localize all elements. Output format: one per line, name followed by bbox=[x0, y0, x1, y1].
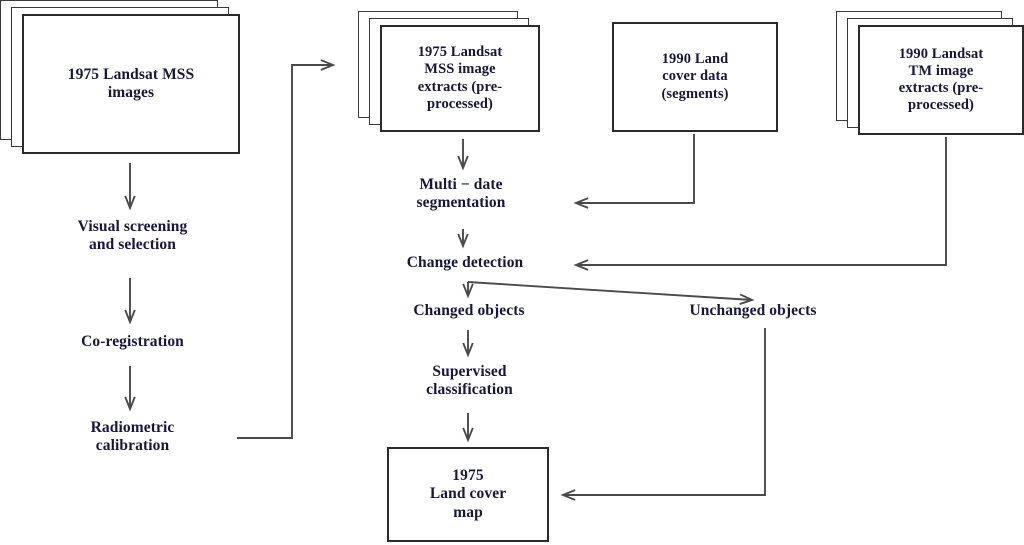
arrowhead bbox=[320, 59, 336, 71]
arrowhead bbox=[124, 396, 136, 412]
connector-supervised-to-map bbox=[462, 413, 474, 443]
arrowhead bbox=[739, 293, 755, 305]
node-changed_objects: Changed objects bbox=[413, 302, 525, 319]
arrowhead bbox=[462, 342, 474, 358]
connector-mss-to-screening bbox=[124, 163, 136, 211]
node-land_cover_map bbox=[387, 447, 549, 542]
connector-segmentation-to-change bbox=[457, 229, 469, 249]
connector-coreg-to-radiometric bbox=[124, 366, 136, 412]
node-multi_date_segmentation: Multi − date segmentation bbox=[416, 176, 506, 212]
node-unchanged_objects: Unchanged objects bbox=[689, 302, 817, 319]
arrowhead bbox=[124, 309, 136, 325]
connector-radiometric-to-extracts bbox=[237, 59, 336, 439]
node-supervised_classification: Supervised classification bbox=[426, 363, 513, 399]
arrowhead bbox=[573, 197, 589, 209]
arrowhead bbox=[560, 489, 576, 501]
node-label-land_cover_data: 1990 Land cover data (segments) bbox=[661, 51, 729, 102]
arrowhead bbox=[462, 283, 474, 299]
node-label-land_cover_map: 1975 Land cover map bbox=[429, 467, 507, 521]
connector-extracts-to-segmentation bbox=[457, 139, 469, 171]
connector-landcover-to-segmentation bbox=[573, 134, 695, 209]
node-visual_screening: Visual screening and selection bbox=[77, 218, 188, 254]
node-land_cover_data bbox=[612, 22, 778, 132]
node-change_detection: Change detection bbox=[406, 254, 524, 271]
connector-tm-to-change bbox=[573, 137, 947, 271]
connector-changed-to-supervised bbox=[462, 330, 474, 358]
arrowhead bbox=[457, 155, 469, 171]
arrowhead bbox=[457, 233, 469, 249]
node-co_registration: Co-registration bbox=[81, 333, 184, 350]
connector-screening-to-coreg bbox=[124, 278, 136, 325]
connector-unchanged-to-map bbox=[560, 328, 766, 501]
node-radiometric_calibration: Radiometric calibration bbox=[90, 419, 175, 455]
arrowhead bbox=[462, 427, 474, 443]
arrowhead bbox=[124, 195, 136, 211]
connector-change-to-changed bbox=[462, 282, 474, 299]
arrowhead bbox=[573, 259, 589, 271]
connector-change-to-unchanged bbox=[467, 281, 755, 305]
